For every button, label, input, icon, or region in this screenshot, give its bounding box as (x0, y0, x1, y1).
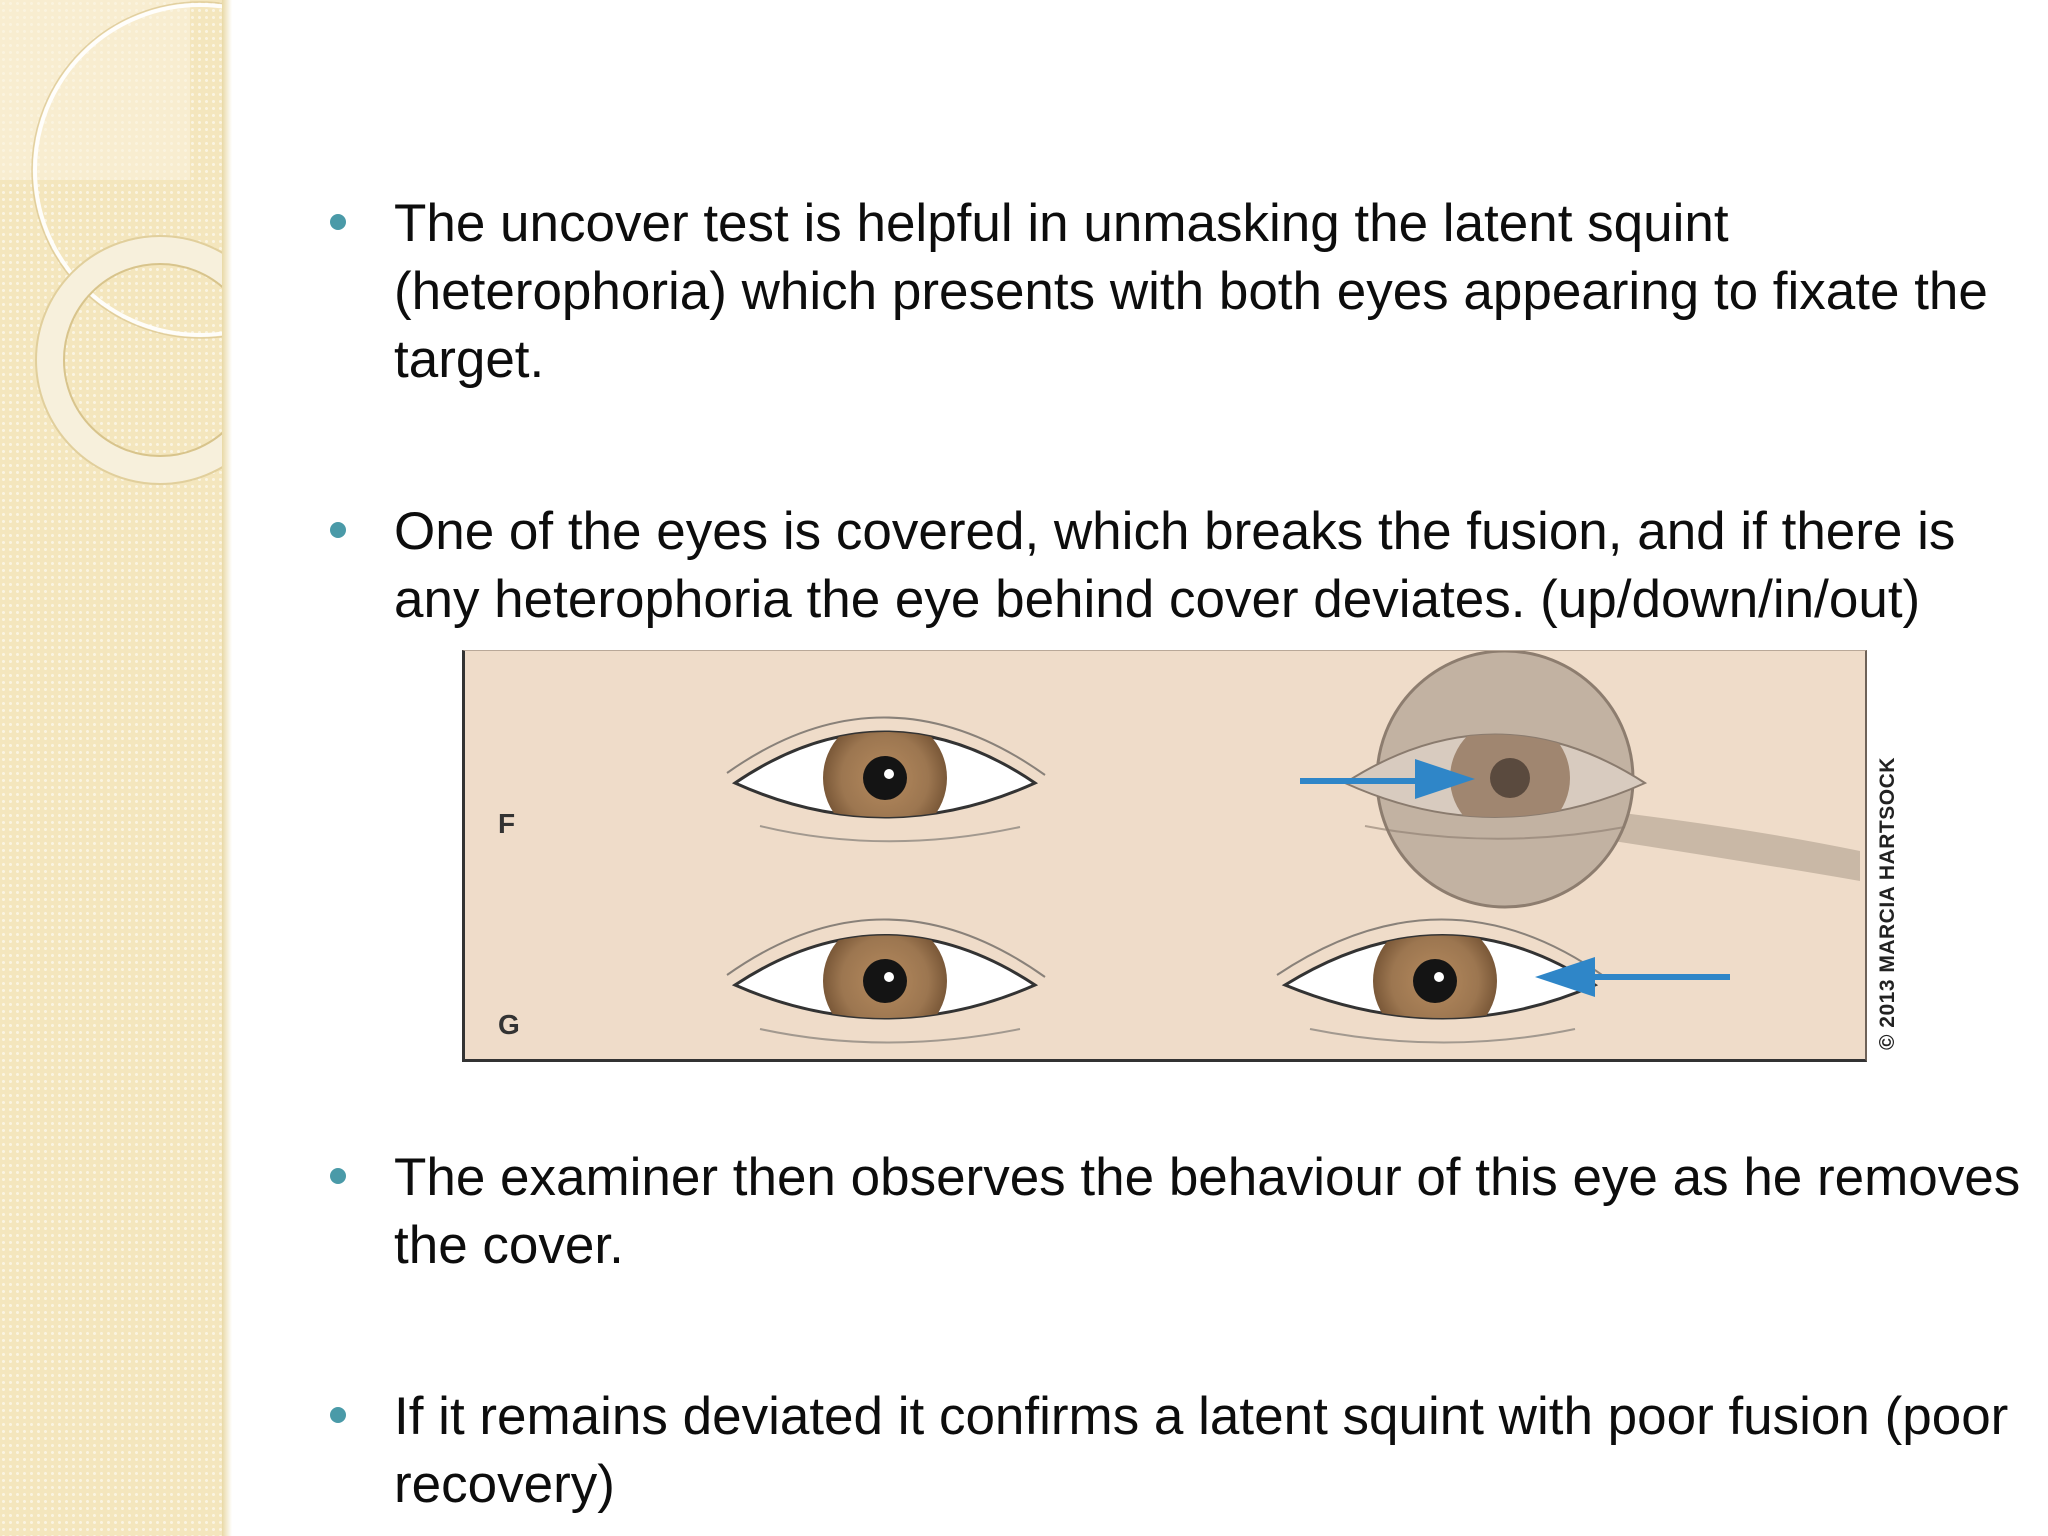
bullet-dot (330, 522, 346, 538)
eyes-illustration: F G (498, 651, 1860, 1044)
arrow-left-icon (1535, 957, 1730, 997)
bullet-dot (330, 1168, 346, 1184)
figure-copyright: © 2013 MARCIA HARTSOCK (1876, 757, 1899, 1050)
bullet-text: One of the eyes is covered, which breaks… (394, 502, 1956, 629)
eye-bottom-left (726, 918, 1046, 1044)
cover-test-illustration: F G (462, 650, 1867, 1062)
bullet-text: The examiner then observes the behaviour… (394, 1148, 2021, 1275)
decorative-circles (0, 0, 230, 485)
sidebar-edge (222, 0, 232, 1536)
decorative-sidebar (0, 0, 230, 1536)
bullet-text: The uncover test is helpful in unmasking… (394, 194, 1988, 389)
figure-label-g: G (498, 1009, 520, 1040)
bullet-dot (330, 214, 346, 230)
figure-label-f: F (498, 808, 515, 839)
eye-bottom-right (1276, 918, 1606, 1044)
bullet-dot (330, 1407, 346, 1423)
occluder-disc (1342, 651, 1648, 909)
bullet-text: If it remains deviated it confirms a lat… (394, 1387, 2009, 1514)
arrow-right-icon (1300, 759, 1475, 799)
eye-top-left (726, 716, 1046, 843)
